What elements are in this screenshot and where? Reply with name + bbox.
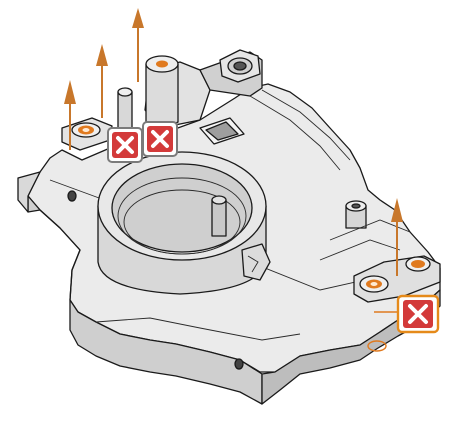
side-hole [234,358,244,370]
up-arrow-icon[interactable] [64,80,76,150]
hole-highlight-icon[interactable] [411,260,425,268]
error-x-icon[interactable] [396,294,440,334]
error-x-icon[interactable] [142,121,178,157]
hole-highlight-icon[interactable] [367,340,387,352]
side-hole [67,190,77,202]
up-arrow-icon[interactable] [96,44,108,118]
up-arrow-icon[interactable] [132,8,144,82]
right-mount-pad [319,200,441,352]
error-x-icon[interactable] [107,127,143,163]
main-bore [97,151,271,295]
direction-arrows [64,8,403,313]
hole-highlight-icon[interactable] [156,60,168,68]
left-mount-pad [61,117,113,151]
up-arrow-icon[interactable] [391,198,403,276]
boss-hole [233,61,247,71]
